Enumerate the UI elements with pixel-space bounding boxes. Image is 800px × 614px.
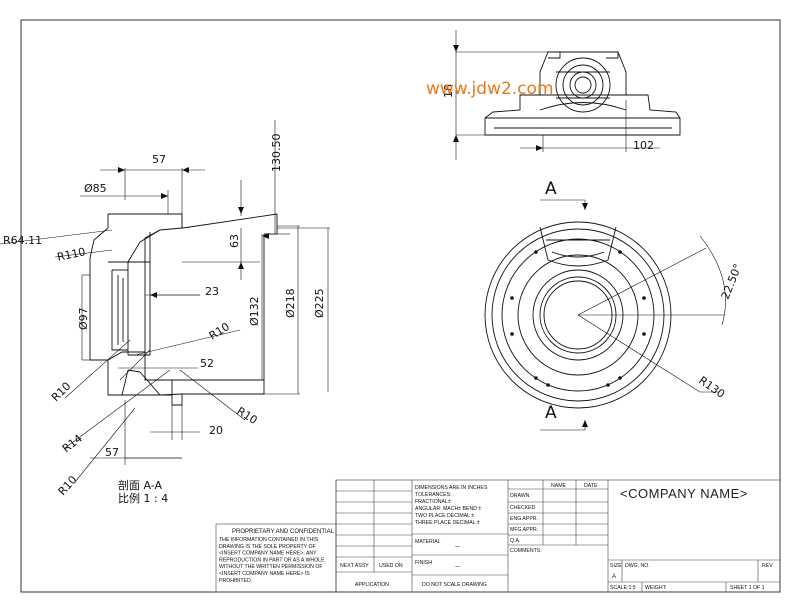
date-header: DATE xyxy=(584,483,598,489)
dim-52: 52 xyxy=(200,357,214,370)
front-view-dim-lines xyxy=(540,199,726,431)
proprietary-line: DRAWING IS THE SOLE PROPERTY OF xyxy=(219,544,316,550)
section-label-top: A xyxy=(545,179,557,199)
proprietary-line: REPRODUCTION IN PART OR AS A WHOLE xyxy=(219,557,325,563)
approval-roles: DRAWN CHECKED ENG APPR. MFG APPR. Q.A. COMMEN… xyxy=(510,493,542,554)
material-value: — xyxy=(455,544,461,550)
watermark: www.jdw2.com xyxy=(426,79,554,99)
proprietary-line: <INSERT COMPANY NAME HERE>. ANY xyxy=(219,551,317,557)
tolerance-notes: DIMENSIONS ARE IN INCHESTOLERANCES:FRACT… xyxy=(415,485,488,526)
proprietary-line: <INSERT COMPANY NAME HERE> IS xyxy=(219,571,310,577)
proprietary-line: THE INFORMATION CONTAINED IN THIS xyxy=(219,537,319,543)
dim-18: 18 xyxy=(442,84,455,98)
top-view-dim-lines xyxy=(453,30,660,160)
dim-57-bottom: 57 xyxy=(105,446,119,459)
dim-130-50: 130.50 xyxy=(270,134,283,173)
dim-102: 102 xyxy=(633,139,654,152)
dim-r10-a: R10 xyxy=(207,320,232,342)
rev-label: REV xyxy=(762,563,773,569)
dim-63: 63 xyxy=(228,234,241,248)
application-label: APPLICATION xyxy=(355,582,389,588)
tolerance-line: TOLERANCES: xyxy=(415,492,452,498)
top-view xyxy=(484,51,681,136)
section-dimension-lines xyxy=(0,120,330,483)
finish-label: FINISH xyxy=(415,560,432,566)
dim-20: 20 xyxy=(209,424,223,437)
dim-r64-11: R64.11 xyxy=(3,234,42,247)
size-value: A xyxy=(612,574,616,580)
dim-57-top: 57 xyxy=(152,153,166,166)
approval-role: ENG APPR. xyxy=(510,516,538,522)
section-caption-line2: 比例 1 : 4 xyxy=(118,491,168,505)
tolerance-line: ANGULAR: MACH± BEND ± xyxy=(415,506,481,512)
sheet-label: SHEET 1 OF 1 xyxy=(730,585,765,591)
approval-role: CHECKED xyxy=(510,505,536,511)
company-name: <COMPANY NAME> xyxy=(620,486,748,501)
dim-23: 23 xyxy=(205,285,219,298)
drawing-border xyxy=(20,19,781,593)
approval-role: MFG APPR. xyxy=(510,527,538,533)
used-on-label: USED ON xyxy=(379,563,403,569)
dim-r110: R110 xyxy=(56,245,87,264)
scale-label: SCALE:1:5 xyxy=(610,585,636,591)
size-label: SIZE xyxy=(610,563,622,569)
dwg-no-label: DWG. NO. xyxy=(625,563,650,569)
title-block xyxy=(215,479,781,593)
dim-phi97: Ø97 xyxy=(77,307,90,330)
section-label-bottom: A xyxy=(545,403,557,423)
dim-phi132: Ø132 xyxy=(248,296,261,326)
proprietary-line: PROHIBITED. xyxy=(219,578,252,584)
proprietary-line: WITHOUT THE WRITTEN PERMISSION OF xyxy=(219,564,323,570)
dim-phi225: Ø225 xyxy=(313,288,326,318)
dim-r10-d: R10 xyxy=(56,473,80,498)
tolerance-line: TWO PLACE DECIMAL ± xyxy=(415,513,474,519)
do-not-scale: DO NOT SCALE DRAWING xyxy=(422,582,487,588)
proprietary-title: PROPRIETARY AND CONFIDENTIAL xyxy=(232,529,335,535)
name-header: NAME xyxy=(551,483,567,489)
material-label: MATERIAL xyxy=(415,539,441,545)
dim-r10-c: R10 xyxy=(234,405,259,427)
dim-22-50: 22.50° xyxy=(719,262,745,301)
proprietary-text: THE INFORMATION CONTAINED IN THISDRAWING… xyxy=(219,537,325,584)
section-caption-line1: 剖面 A-A xyxy=(118,478,163,492)
approval-role: DRAWN xyxy=(510,493,530,499)
tolerance-line: DIMENSIONS ARE IN INCHES xyxy=(415,485,488,491)
dim-r130: R130 xyxy=(696,374,727,401)
approval-role: COMMENTS: xyxy=(510,548,542,554)
finish-value: — xyxy=(455,564,461,570)
dim-phi85: Ø85 xyxy=(84,182,107,195)
approval-role: Q.A. xyxy=(510,538,520,544)
dim-phi218: Ø218 xyxy=(284,288,297,318)
tolerance-line: THREE PLACE DECIMAL ± xyxy=(415,520,480,526)
dim-r14: R14 xyxy=(60,432,85,456)
tolerance-line: FRACTIONAL± xyxy=(415,499,451,505)
next-assy-label: NEXT ASSY xyxy=(340,563,369,569)
weight-label: WEIGHT: xyxy=(645,585,667,591)
dim-r10-b: R10 xyxy=(49,380,73,404)
